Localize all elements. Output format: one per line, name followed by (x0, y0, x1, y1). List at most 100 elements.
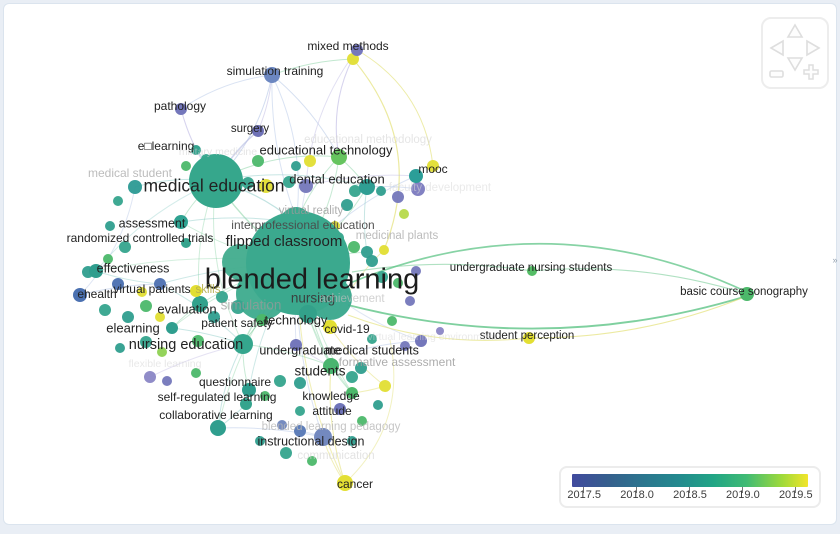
keyword-node-small[interactable] (393, 278, 403, 288)
keyword-node-small[interactable] (216, 291, 228, 303)
keyword-node[interactable] (246, 211, 350, 315)
keyword-label[interactable]: questionnaire (199, 375, 271, 389)
keyword-node-small[interactable] (291, 161, 301, 171)
keyword-node-small[interactable] (231, 300, 245, 314)
keyword-label[interactable]: skills (196, 284, 221, 296)
keyword-label[interactable]: medical education (143, 176, 284, 196)
keyword-node[interactable] (174, 215, 188, 229)
keyword-node-small[interactable] (181, 161, 191, 171)
pan-left-button[interactable] (768, 39, 786, 57)
keyword-label[interactable]: achievement (319, 293, 385, 305)
keyword-node-small[interactable] (399, 209, 409, 219)
keyword-node-small[interactable] (379, 245, 389, 255)
keyword-node-small[interactable] (405, 296, 415, 306)
keyword-node[interactable] (242, 383, 256, 397)
keyword-node-small[interactable] (155, 312, 165, 322)
keyword-node-small[interactable] (379, 380, 391, 392)
keyword-label[interactable]: collaborative learning (159, 408, 272, 422)
keyword-node-small[interactable] (366, 255, 378, 267)
keyword-node-small[interactable] (259, 179, 273, 193)
keyword-label[interactable]: cancer (337, 477, 373, 491)
keyword-node-small[interactable] (274, 375, 286, 387)
keyword-node-small[interactable] (307, 456, 317, 466)
keyword-node-small[interactable] (157, 347, 167, 357)
keyword-node-small[interactable] (376, 271, 388, 283)
keyword-node-small[interactable] (277, 420, 287, 430)
keyword-node-small[interactable] (99, 304, 111, 316)
keyword-label[interactable]: blended learning (205, 264, 419, 296)
keyword-node-small[interactable] (119, 241, 131, 253)
keyword-node[interactable] (331, 149, 347, 165)
keyword-node[interactable] (290, 339, 302, 351)
keyword-label[interactable]: virtual patients (113, 282, 190, 296)
keyword-node-small[interactable] (295, 406, 305, 416)
keyword-label[interactable]: mixed methods (307, 39, 388, 53)
keyword-label[interactable]: dental education (289, 171, 384, 186)
keyword-label[interactable]: undergraduate nursing students (450, 262, 613, 274)
keyword-node-small[interactable] (348, 241, 360, 253)
keyword-node-small[interactable] (436, 327, 444, 335)
keyword-node[interactable] (181, 238, 191, 248)
keyword-node[interactable] (299, 305, 317, 323)
keyword-node[interactable] (192, 296, 208, 312)
keyword-node-small[interactable] (208, 311, 220, 323)
keyword-node-small[interactable] (411, 182, 425, 196)
zoom-in-button[interactable] (802, 63, 820, 81)
keyword-label[interactable]: assessment (119, 216, 186, 230)
keyword-node-small[interactable] (162, 376, 172, 386)
keyword-node[interactable] (190, 285, 202, 297)
keyword-node[interactable] (154, 278, 166, 290)
keyword-label[interactable]: educational methodology (304, 134, 432, 146)
keyword-node[interactable] (280, 207, 312, 239)
keyword-node-small[interactable] (260, 391, 270, 401)
keyword-node-small[interactable] (361, 246, 373, 258)
keyword-label[interactable]: students (294, 364, 345, 379)
keyword-label[interactable]: student perception (480, 330, 575, 342)
keyword-node[interactable] (256, 314, 268, 326)
keyword-label[interactable]: technology (265, 312, 328, 327)
keyword-node[interactable] (346, 387, 358, 399)
keyword-node[interactable] (166, 322, 178, 334)
keyword-node-small[interactable] (294, 425, 306, 437)
keyword-node-small[interactable] (376, 186, 386, 196)
keyword-node-small[interactable] (349, 185, 361, 197)
keyword-label[interactable]: faculty development (389, 182, 492, 194)
keyword-label[interactable]: nursing education (129, 337, 243, 353)
keyword-label[interactable]: formative assessment (339, 355, 456, 369)
pan-right-button[interactable] (804, 39, 822, 57)
keyword-label[interactable]: medicinal plants (356, 230, 439, 242)
keyword-node-small[interactable] (392, 191, 404, 203)
keyword-node-small[interactable] (191, 368, 201, 378)
keyword-node-small[interactable] (411, 266, 421, 276)
keyword-label[interactable]: virtual learning environment (368, 331, 497, 343)
keyword-label[interactable]: mooc (418, 162, 447, 176)
keyword-node-small[interactable] (280, 447, 292, 459)
keyword-node-small[interactable] (113, 196, 123, 206)
keyword-node-small[interactable] (341, 199, 353, 211)
keyword-label[interactable]: patient safety (201, 316, 272, 330)
keyword-node-small[interactable] (373, 400, 383, 410)
keyword-node[interactable] (175, 103, 187, 115)
keyword-node[interactable] (189, 154, 243, 208)
keyword-node-small[interactable] (242, 177, 254, 189)
keyword-node[interactable] (334, 403, 346, 415)
keyword-label[interactable]: pathology (154, 99, 206, 113)
keyword-node-small[interactable] (304, 155, 316, 167)
keyword-node[interactable] (191, 145, 201, 155)
zoom-out-button[interactable] (768, 65, 786, 83)
keyword-node-small[interactable] (347, 436, 357, 446)
keyword-label[interactable]: communication (297, 450, 374, 462)
keyword-label[interactable]: virtual reality (279, 205, 344, 217)
keyword-label[interactable]: e□learning (138, 139, 195, 153)
keyword-node[interactable] (73, 288, 87, 302)
panel-expand-handle[interactable]: » (832, 255, 838, 265)
keyword-node-small[interactable] (346, 371, 358, 383)
keyword-node-small[interactable] (427, 160, 439, 172)
keyword-node-small[interactable] (283, 176, 295, 188)
keyword-node[interactable] (210, 420, 226, 436)
keyword-node-small[interactable] (367, 334, 377, 344)
keyword-label[interactable]: blended learning pedagogy (262, 421, 401, 433)
keyword-node[interactable] (523, 332, 535, 344)
keyword-label[interactable]: attitude (312, 404, 352, 418)
keyword-node-small[interactable] (357, 416, 367, 426)
